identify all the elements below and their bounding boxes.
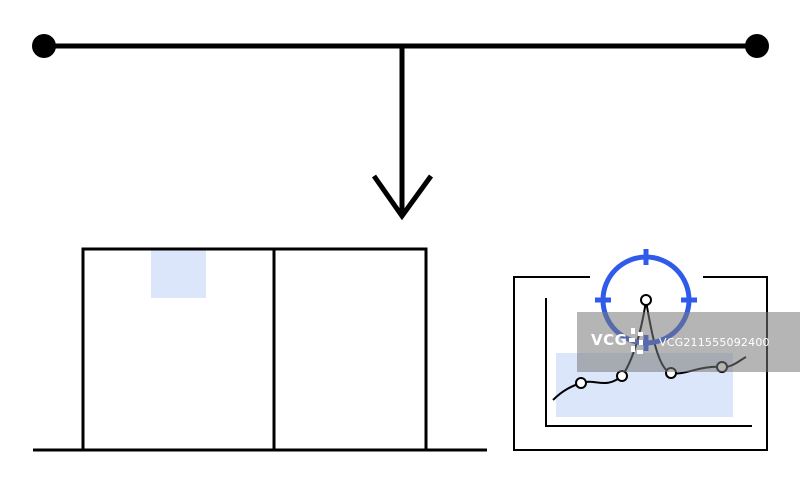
watermark-logo: VCG	[587, 312, 645, 372]
arrow-down-icon	[371, 46, 434, 221]
chart-point	[616, 370, 628, 382]
watermark-banner: VCG VCG211555092400	[577, 312, 800, 372]
chart-point	[640, 294, 652, 306]
watermark-id-text: VCG211555092400	[659, 335, 770, 349]
timeline-end-dot	[745, 34, 769, 58]
watermark-logo-text: VCG	[591, 331, 628, 349]
watermark-logo-mark-icon	[629, 328, 643, 354]
timeline-start-dot	[32, 34, 56, 58]
box-tape-label	[151, 249, 206, 298]
package-box-icon	[81, 247, 428, 452]
chart-point	[575, 377, 587, 389]
